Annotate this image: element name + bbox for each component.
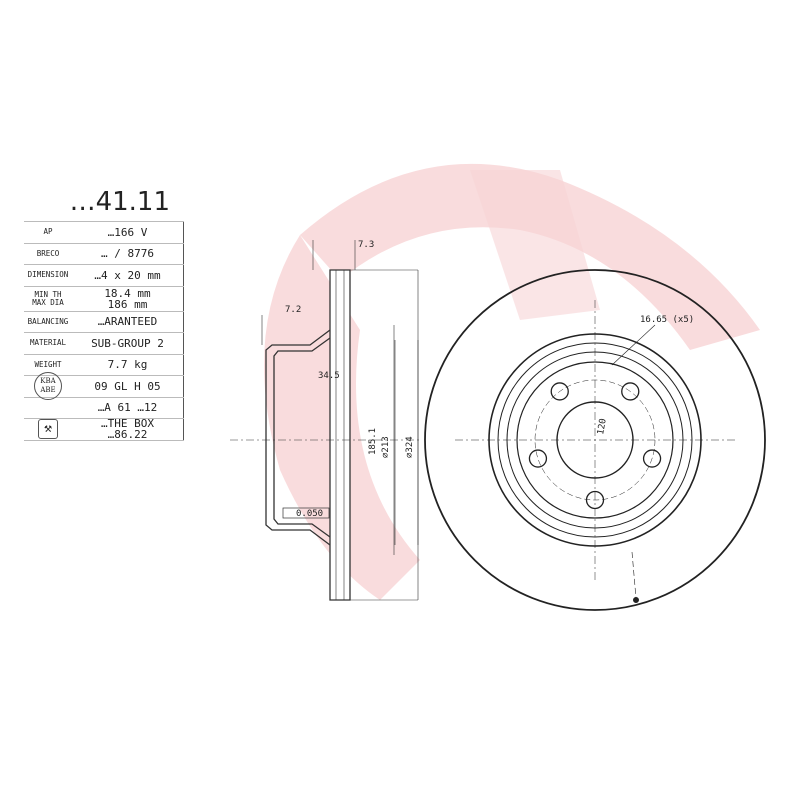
dim-7-2: 7.2 <box>285 305 301 315</box>
dim-pcd: 120 <box>596 418 609 436</box>
spec-value: …THE BOX …86.22 <box>72 418 184 440</box>
dim-34-5: 34.5 <box>318 371 340 381</box>
spec-key: BRECO <box>36 248 60 258</box>
screw-icon: ⚒ <box>38 419 58 440</box>
spec-row: WEIGHT 7.7 kg <box>24 354 184 376</box>
dimension-labels: 7.3 7.2 34.5 185.1 ⌀213 ⌀324 0.050 16.65… <box>285 240 694 519</box>
spec-key: DIMENSION <box>27 270 69 280</box>
spec-value: …4 x 20 mm <box>72 265 184 286</box>
spec-row: AP …166 V <box>24 222 184 244</box>
spec-key: AP <box>43 227 53 237</box>
spec-key: MATERIAL <box>29 338 67 348</box>
spec-row: MIN TH MAX DIA 18.4 mm 186 mm <box>24 286 184 312</box>
spec-value: … / 8776 <box>72 243 184 264</box>
spec-row: …A 61 …12 <box>24 397 184 419</box>
spec-value: 09 GL H 05 <box>72 376 184 397</box>
spec-value: …ARANTEED <box>72 311 184 332</box>
spec-key: BALANCING <box>27 316 69 326</box>
part-code: …41.11 <box>24 183 184 222</box>
bolt-hole <box>528 449 548 468</box>
spec-key: WEIGHT <box>34 359 62 369</box>
spec-value: …A 61 …12 <box>72 397 184 418</box>
dim-324: ⌀324 <box>405 436 415 458</box>
dim-185-1: 185.1 <box>368 428 378 455</box>
bolt-hole <box>621 382 640 401</box>
bolt-hole <box>642 449 662 468</box>
spec-key: ⚒ <box>24 419 72 440</box>
bolt-hole <box>550 382 569 401</box>
spec-row: DIMENSION…4 x 20 mm <box>24 265 184 287</box>
spec-row: BALANCING…ARANTEED <box>24 311 184 333</box>
spec-row: BRECO … / 8776 <box>24 243 184 265</box>
front-view <box>424 269 766 611</box>
dim-7-3: 7.3 <box>358 240 374 250</box>
dim-213: ⌀213 <box>381 436 391 458</box>
spec-row: MATERIAL SUB-GROUP 2 <box>24 333 184 355</box>
dim-bolt-hole: 16.65 (x5) <box>640 315 694 325</box>
bolt-hole <box>585 490 605 510</box>
spec-row: ⚒ …THE BOX …86.22 <box>24 418 184 441</box>
spec-value: 7.7 kg <box>72 354 184 375</box>
dim-runout: 0.050 <box>296 509 323 519</box>
spec-key: MIN TH MAX DIA <box>32 289 64 307</box>
spec-value: …166 V <box>72 222 184 243</box>
side-section-view <box>230 240 420 601</box>
spec-value: 18.4 mm 186 mm <box>72 286 184 311</box>
kba-text: KBA <box>40 377 56 386</box>
spec-value: SUB-GROUP 2 <box>72 333 184 354</box>
abe-text: ABE <box>40 386 56 395</box>
